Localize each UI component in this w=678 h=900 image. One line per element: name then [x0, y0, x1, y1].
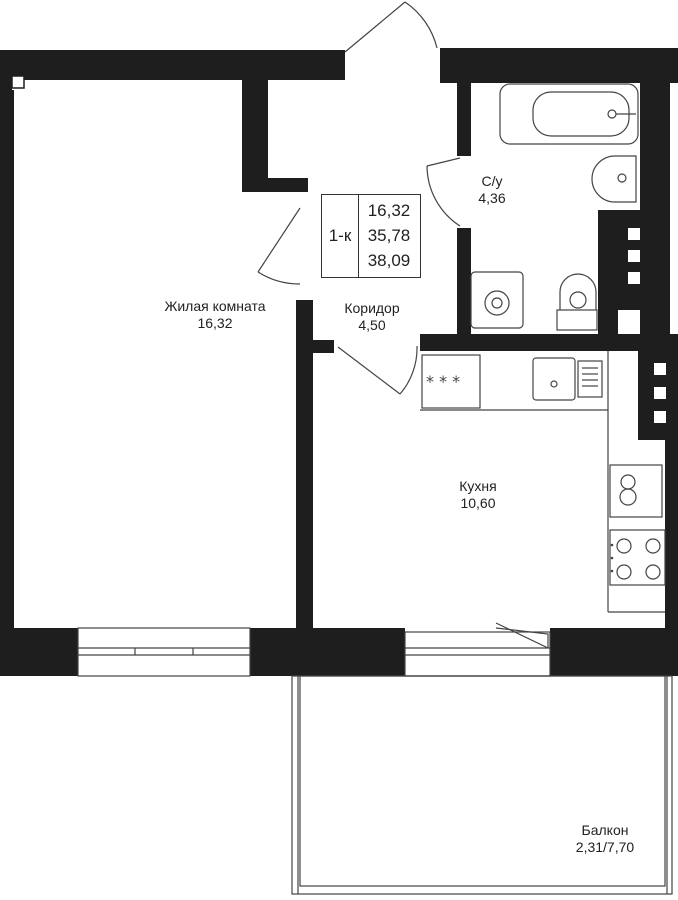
- room-area: 2,31/7,70: [575, 839, 635, 855]
- room-label-kitchen: Кухня 10,60: [438, 478, 518, 512]
- apartment-summary-box: 1-к 16,32 35,78 38,09: [321, 194, 421, 278]
- room-area: 10,60: [460, 495, 496, 511]
- room-type-label: 1-к: [322, 195, 359, 277]
- room-label-bathroom: С/у 4,36: [462, 173, 522, 207]
- room-name: Жилая комната: [164, 298, 266, 314]
- room-label-balcony: Балкон 2,31/7,70: [560, 822, 650, 856]
- area-list: 16,32 35,78 38,09: [358, 198, 420, 273]
- room-label-corridor: Коридор 4,50: [322, 300, 422, 334]
- living-area-value: 16,32: [367, 201, 411, 220]
- room-label-living: Жилая комната 16,32: [140, 298, 290, 332]
- balcony-outline: [291, 675, 673, 895]
- room-name: Коридор: [344, 300, 400, 316]
- kitchen-fixtures: [420, 351, 666, 613]
- windows: [77, 627, 551, 677]
- room-name: С/у: [481, 173, 503, 189]
- bath-fixtures: [470, 83, 639, 331]
- doors: [257, 1, 549, 649]
- room-name: Балкон: [581, 822, 629, 838]
- room-area: 16,32: [197, 315, 233, 331]
- room-name: Кухня: [459, 478, 497, 494]
- room-area: 4,36: [478, 190, 506, 206]
- total-area-with-balcony-value: 38,09: [367, 251, 411, 270]
- walls: [0, 48, 678, 676]
- kitchen-marks: * * *: [426, 372, 614, 573]
- svg-text:* * *: * * *: [426, 372, 460, 391]
- corner-marker: [11, 75, 25, 89]
- total-area-value: 35,78: [367, 226, 411, 245]
- room-area: 4,50: [358, 317, 386, 333]
